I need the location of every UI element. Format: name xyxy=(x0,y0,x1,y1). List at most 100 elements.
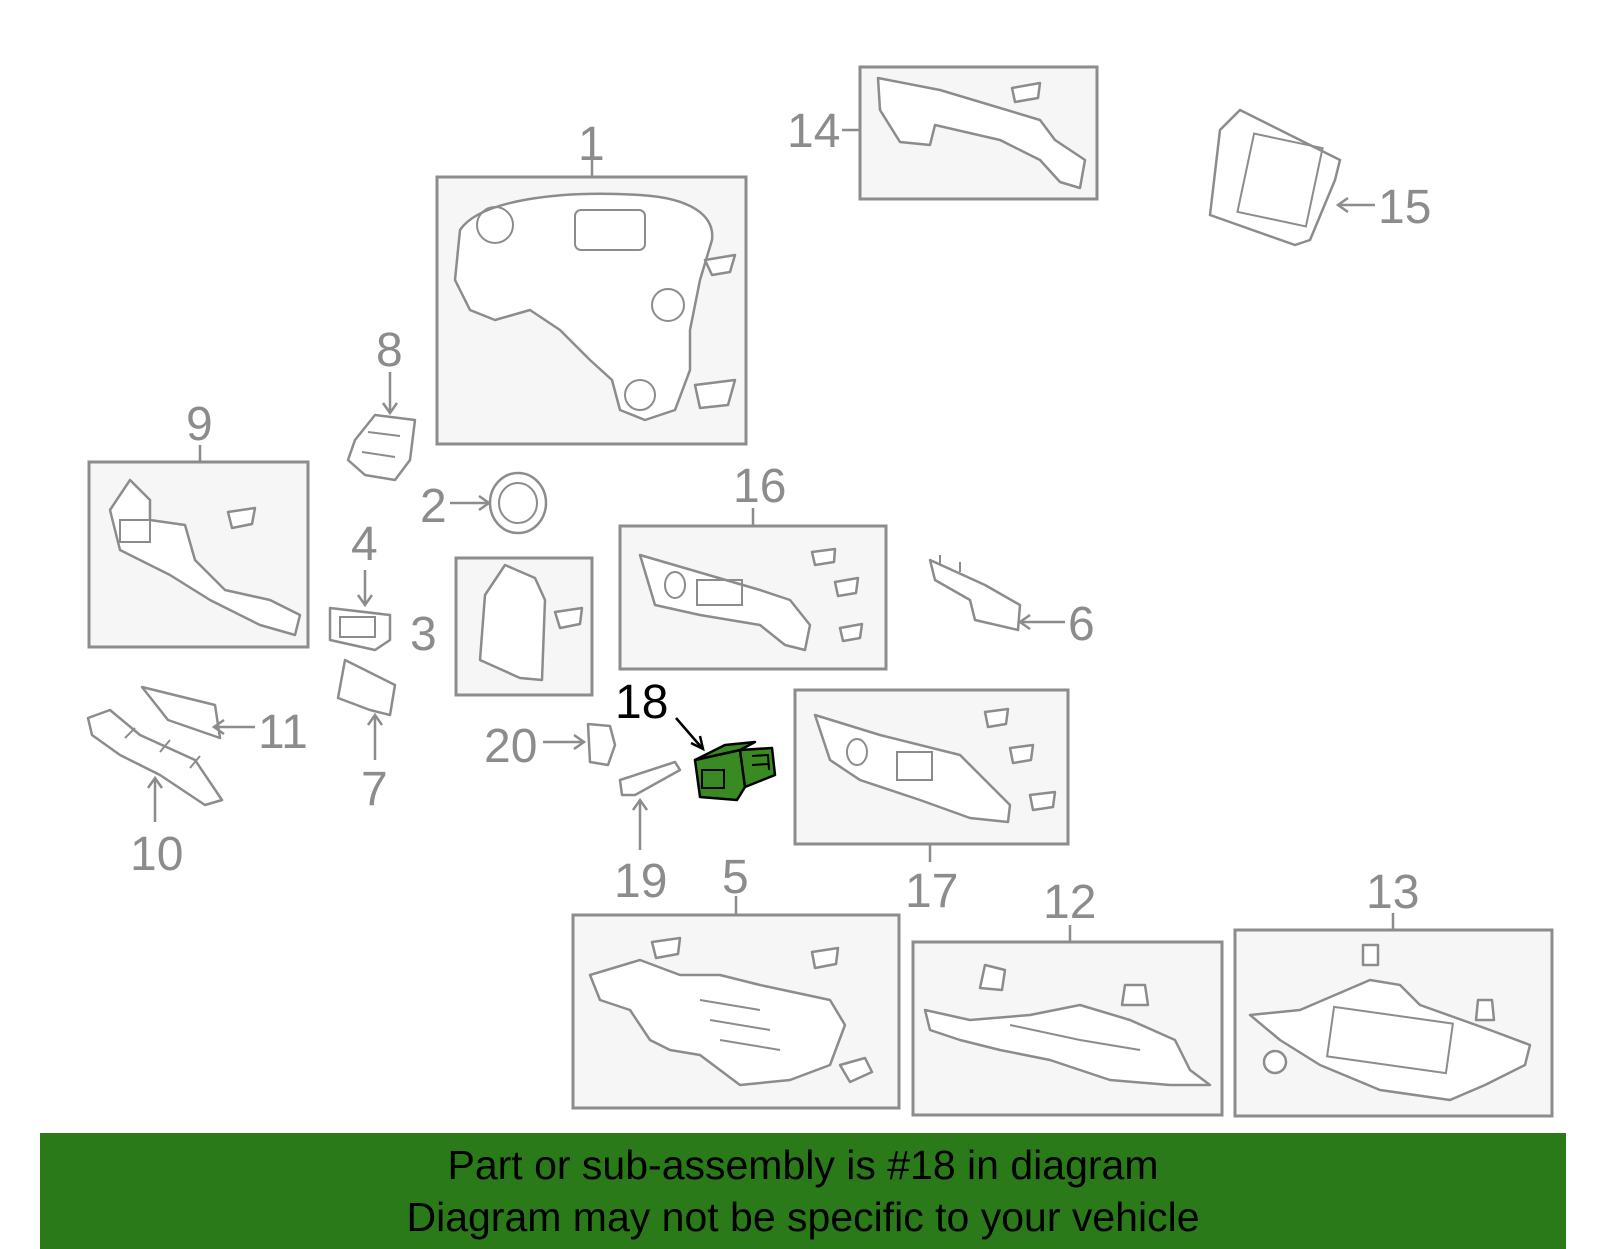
part-18-connector xyxy=(738,746,777,789)
part-14-trim-shape xyxy=(876,76,1087,190)
part-4-group[interactable]: 4 xyxy=(328,518,392,652)
part-16-group[interactable]: 16 xyxy=(618,460,888,671)
part-15-screen xyxy=(1236,132,1324,228)
callout-11: 11 xyxy=(258,706,308,759)
callout-3: 3 xyxy=(410,608,437,661)
banner-line-2: Diagram may not be specific to your vehi… xyxy=(406,1194,1200,1240)
part-1-vent-right xyxy=(651,288,685,322)
part-14-clip xyxy=(1010,81,1042,104)
part-20-arrowhead xyxy=(573,733,587,751)
part-7-cover xyxy=(336,658,397,717)
part-5-group[interactable]: 5 xyxy=(571,851,901,1110)
part-17-clip-c xyxy=(1028,790,1057,812)
part-6-group[interactable]: 6 xyxy=(928,555,1095,651)
part-1-vent-bottom xyxy=(624,379,656,411)
part-20-group[interactable]: 20 xyxy=(484,720,617,773)
part-4-opening xyxy=(339,616,376,638)
callout-7: 7 xyxy=(361,763,388,816)
callout-17: 17 xyxy=(905,865,958,918)
part-3-group[interactable]: 3 xyxy=(410,556,594,697)
part-12-nut xyxy=(1120,983,1150,1007)
callout-18: 18 xyxy=(615,676,668,729)
part-15-arrowhead xyxy=(1335,196,1349,214)
part-12-group[interactable]: 12 xyxy=(911,876,1224,1117)
part-17-clip-b xyxy=(1008,743,1035,765)
callout-13: 13 xyxy=(1366,866,1419,919)
part-10-arrowhead xyxy=(146,775,164,789)
part-5-clip-a xyxy=(650,936,682,960)
part-20-clip xyxy=(586,722,617,767)
part-3-clip xyxy=(553,606,584,630)
part-5-glovebox xyxy=(588,958,847,1087)
part-17-group[interactable]: 17 xyxy=(793,688,1070,918)
part-9-opening xyxy=(119,519,151,543)
banner-line-1: Part or sub-assembly is #18 in diagram xyxy=(447,1142,1159,1188)
callout-14: 14 xyxy=(787,105,840,158)
part-17-clip-a xyxy=(983,707,1010,729)
part-18-face xyxy=(701,769,725,789)
parts-diagram: 1 14 15 8 9 2 xyxy=(86,65,1554,1118)
part-12-detail xyxy=(1009,1024,1141,1051)
part-1-dashboard-shape xyxy=(453,192,714,422)
part-13-group[interactable]: 13 xyxy=(1233,866,1554,1118)
part-1-clip-b xyxy=(693,378,737,410)
part-16-opening xyxy=(696,579,743,606)
part-5-bolt xyxy=(838,1056,874,1084)
callout-9: 9 xyxy=(186,398,213,451)
part-6-arrowhead xyxy=(1017,613,1031,631)
part-4-arrowhead xyxy=(356,594,374,608)
part-16-trim xyxy=(638,553,812,652)
callout-1: 1 xyxy=(578,118,605,171)
part-1-display-opening xyxy=(574,209,646,251)
part-13-panel xyxy=(1325,1005,1455,1075)
callout-2: 2 xyxy=(420,480,447,533)
part-18-leader xyxy=(675,717,703,749)
callout-8: 8 xyxy=(376,324,403,377)
part-16-clip-a xyxy=(810,547,837,567)
part-1-clip-a xyxy=(703,253,737,277)
part-16-clip-c xyxy=(838,622,864,643)
part-15-display-bezel xyxy=(1208,108,1342,247)
part-16-vent xyxy=(664,571,686,599)
part-1-vent-left xyxy=(476,206,514,244)
part-18-switch-top xyxy=(693,740,757,762)
part-11-plate xyxy=(140,685,222,740)
part-19-group[interactable]: 19 xyxy=(614,760,682,908)
part-18-group[interactable]: 18 xyxy=(615,676,777,802)
info-banner: Part or sub-assembly is #18 in diagram D… xyxy=(40,1133,1566,1249)
part-13-nut xyxy=(1262,1049,1288,1075)
part-2-arrowhead xyxy=(478,494,492,512)
part-2-ring-inner xyxy=(498,482,538,524)
part-8-arrowhead xyxy=(381,402,399,416)
callout-4: 4 xyxy=(351,518,378,571)
part-9-group[interactable]: 9 xyxy=(87,398,310,649)
part-12-clip xyxy=(978,963,1007,992)
part-18-arrowhead xyxy=(690,735,705,752)
callout-12: 12 xyxy=(1043,876,1096,929)
part-14-group[interactable]: 14 xyxy=(787,65,1099,201)
part-5-ribs xyxy=(699,999,781,1051)
callout-6: 6 xyxy=(1068,598,1095,651)
part-16-clip-b xyxy=(833,576,860,598)
part-19-arrowhead xyxy=(631,797,649,811)
callout-19: 19 xyxy=(614,855,667,908)
part-7-group[interactable]: 7 xyxy=(336,658,397,816)
callout-5: 5 xyxy=(722,851,749,904)
part-13-clip-a xyxy=(1361,943,1380,967)
part-15-group[interactable]: 15 xyxy=(1208,108,1431,247)
part-13-bracket xyxy=(1248,978,1532,1102)
part-12-bracket xyxy=(923,1003,1212,1087)
part-1-group[interactable]: 1 xyxy=(435,118,748,446)
part-2-group[interactable]: 2 xyxy=(420,471,548,535)
part-8-group[interactable]: 8 xyxy=(346,324,417,482)
callout-10: 10 xyxy=(130,828,183,881)
part-10-trim xyxy=(86,708,224,807)
part-18-connector-detail xyxy=(751,753,770,771)
part-9-clip xyxy=(226,506,257,530)
part-11-group[interactable]: 11 xyxy=(140,685,308,759)
part-8-detail xyxy=(361,431,401,458)
part-5-clip-b xyxy=(810,946,840,970)
part-17-vent xyxy=(846,738,868,766)
part-10-group[interactable]: 10 xyxy=(86,708,224,881)
part-13-clip-b xyxy=(1474,998,1496,1022)
